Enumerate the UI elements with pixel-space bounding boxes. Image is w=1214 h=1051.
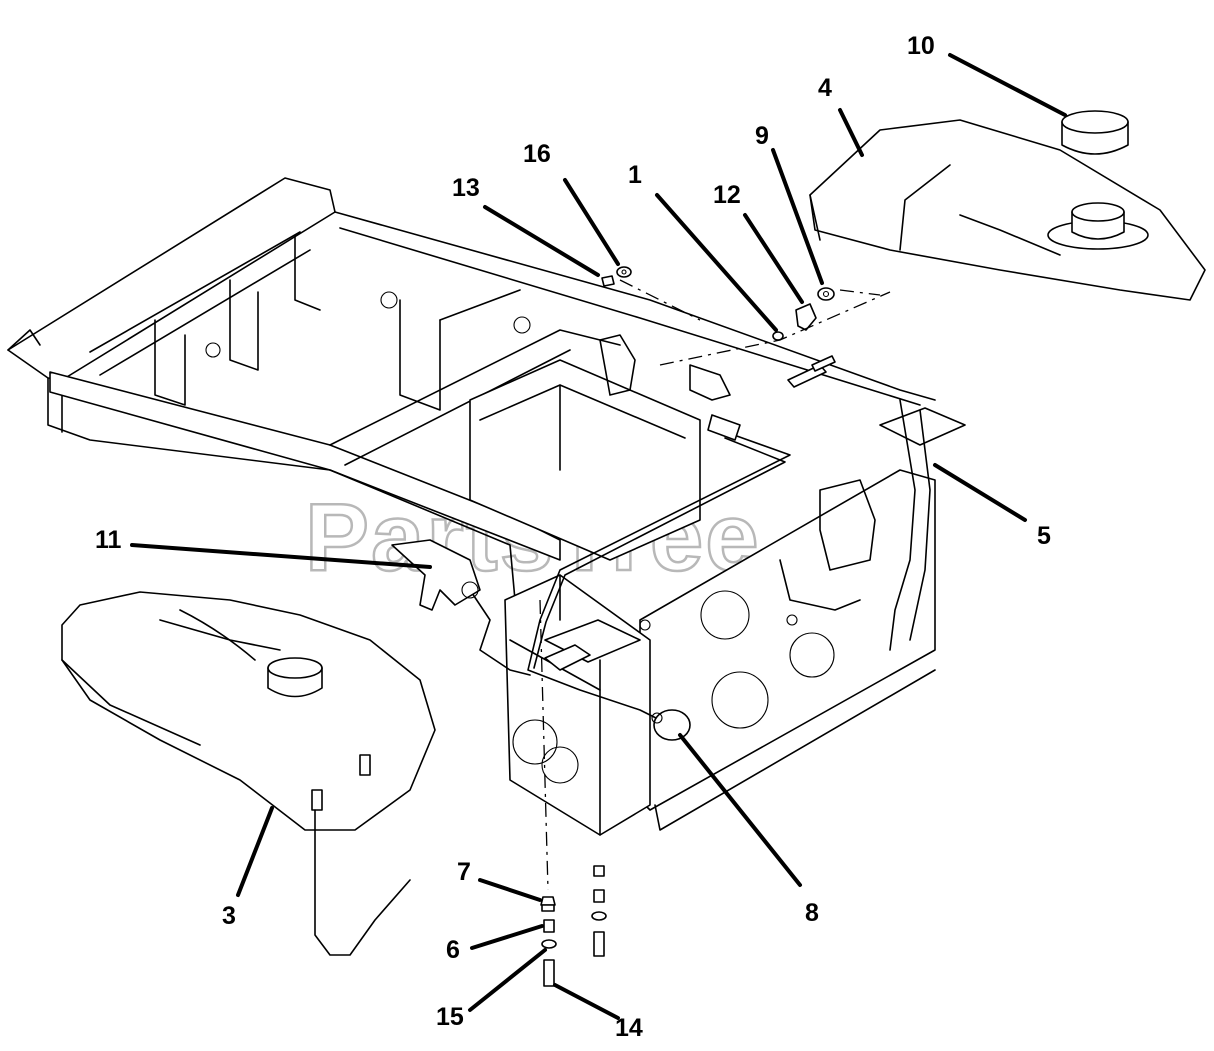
fuel-tank-right bbox=[809, 119, 1206, 301]
callout-5: 5 bbox=[1037, 522, 1051, 550]
callout-13: 13 bbox=[452, 174, 480, 202]
fitting-stack bbox=[540, 865, 607, 987]
callout-3: 3 bbox=[222, 902, 236, 930]
leader-13 bbox=[483, 205, 600, 277]
callout-7: 7 bbox=[457, 858, 471, 886]
leader-3 bbox=[236, 806, 274, 897]
leader-14 bbox=[553, 983, 620, 1020]
leader-15 bbox=[468, 948, 547, 1012]
leader-8 bbox=[678, 733, 802, 887]
leader-4 bbox=[838, 108, 864, 157]
callout-14: 14 bbox=[615, 1014, 643, 1042]
leader-5 bbox=[933, 463, 1027, 522]
mounting-hardware bbox=[539, 266, 891, 891]
leader-12 bbox=[743, 213, 804, 304]
leader-6 bbox=[470, 924, 544, 950]
leader-9 bbox=[771, 148, 824, 285]
leader-10 bbox=[948, 53, 1067, 117]
fuel-filter bbox=[651, 709, 691, 741]
leader-1 bbox=[655, 193, 778, 332]
callout-1: 1 bbox=[628, 161, 642, 189]
leader-16 bbox=[563, 178, 620, 266]
callout-12: 12 bbox=[713, 181, 741, 209]
callout-11: 11 bbox=[95, 526, 122, 554]
fuel-lines bbox=[469, 429, 791, 721]
callout-10: 10 bbox=[907, 32, 935, 60]
leader-7 bbox=[478, 878, 542, 902]
callout-labels: 10 4 9 16 1 13 12 11 5 7 8 3 6 15 14 bbox=[95, 32, 1051, 1042]
leader-11 bbox=[130, 543, 432, 569]
leader-lines bbox=[130, 53, 1067, 1020]
callout-4: 4 bbox=[818, 74, 832, 102]
chassis-frame bbox=[7, 177, 966, 836]
callout-16: 16 bbox=[523, 140, 551, 168]
fuel-cap bbox=[1061, 110, 1129, 155]
fuel-valve bbox=[391, 539, 481, 611]
callout-15: 15 bbox=[436, 1003, 464, 1031]
callout-6: 6 bbox=[446, 936, 460, 964]
callout-8: 8 bbox=[805, 899, 819, 927]
fuel-tank-left bbox=[61, 591, 436, 956]
callout-9: 9 bbox=[755, 122, 769, 150]
